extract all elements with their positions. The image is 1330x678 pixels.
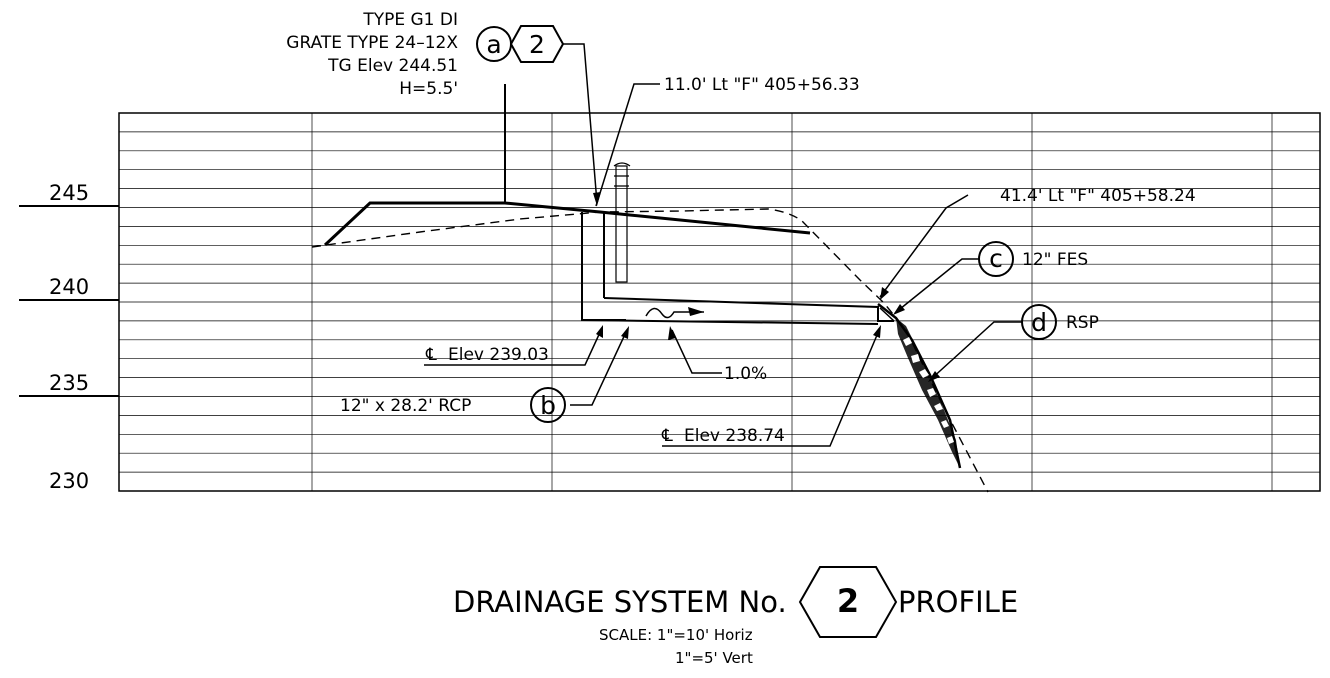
item-c-bubble bbox=[978, 241, 1014, 277]
rsp-callout: d RSP bbox=[1021, 304, 1099, 340]
centerline-symbol-upstream: ℄ bbox=[425, 345, 437, 365]
drawing-title-block: DRAINAGE SYSTEM No. 2 PROFILE SCALE: 1"=… bbox=[453, 566, 1018, 667]
drop-inlet-structure bbox=[581, 162, 631, 321]
inlet-type-label: TYPE G1 DI bbox=[362, 10, 458, 30]
system-number-hexagon bbox=[509, 25, 565, 63]
title-system-hexagon bbox=[798, 566, 898, 638]
elevation-label-230: 230 bbox=[49, 469, 89, 493]
drawing-title: DRAINAGE SYSTEM No. bbox=[453, 585, 787, 619]
inlet-height-label: H=5.5' bbox=[399, 79, 458, 99]
item-b-bubble bbox=[530, 387, 566, 423]
grate-type-label: GRATE TYPE 24–12X bbox=[286, 33, 458, 53]
pipe-slope-label: 1.0% bbox=[724, 364, 767, 384]
existing-ground-line bbox=[311, 208, 989, 493]
rock-slope-protection bbox=[896, 318, 960, 468]
flowline-upstream-elevation: Elev 239.03 bbox=[448, 345, 549, 365]
flowline-downstream-elevation: Elev 238.74 bbox=[684, 426, 785, 446]
inlet-callout: TYPE G1 DI GRATE TYPE 24–12X TG Elev 244… bbox=[286, 10, 565, 99]
flared-end-section bbox=[877, 303, 962, 469]
drawing-title-suffix: PROFILE bbox=[898, 585, 1018, 619]
centerline-symbol-downstream: ℄ bbox=[661, 426, 673, 446]
item-b-letter: b bbox=[540, 391, 556, 420]
flow-direction-arrow bbox=[645, 307, 704, 319]
outlet-station-label: 41.4' Lt "F" 405+58.24 bbox=[1000, 186, 1196, 206]
elevation-axis: 245 240 235 230 bbox=[19, 181, 119, 493]
fes-callout: c 12" FES bbox=[978, 241, 1088, 277]
fes-label: 12" FES bbox=[1022, 250, 1088, 270]
elevation-label-240: 240 bbox=[49, 275, 89, 299]
inlet-grate-stem bbox=[615, 165, 628, 283]
item-c-letter: c bbox=[989, 244, 1003, 273]
item-d-letter: d bbox=[1031, 308, 1047, 337]
elevation-label-245: 245 bbox=[49, 181, 89, 205]
scale-horizontal: SCALE: 1"=10' Horiz bbox=[599, 626, 753, 644]
flowline-downstream-callout: ℄ Elev 238.74 bbox=[661, 426, 785, 446]
item-d-bubble bbox=[1021, 304, 1057, 340]
system-number-label: 2 bbox=[529, 30, 545, 59]
flowline-upstream-callout: ℄ Elev 239.03 bbox=[425, 345, 549, 365]
pipe-callout: 12" x 28.2' RCP b bbox=[340, 387, 566, 423]
title-system-number: 2 bbox=[837, 582, 859, 620]
top-grate-elevation-label: TG Elev 244.51 bbox=[327, 56, 458, 76]
leader-lines bbox=[424, 43, 1022, 447]
item-a-letter: a bbox=[486, 30, 501, 59]
inlet-station-label: 11.0' Lt "F" 405+56.33 bbox=[664, 75, 860, 95]
rsp-label: RSP bbox=[1066, 313, 1099, 333]
rcp-pipe bbox=[581, 297, 895, 325]
pipe-size-label: 12" x 28.2' RCP bbox=[340, 396, 471, 416]
profile-grid-lines bbox=[119, 113, 1320, 491]
elevation-label-235: 235 bbox=[49, 371, 89, 395]
scale-vertical: 1"=5' Vert bbox=[675, 649, 753, 667]
